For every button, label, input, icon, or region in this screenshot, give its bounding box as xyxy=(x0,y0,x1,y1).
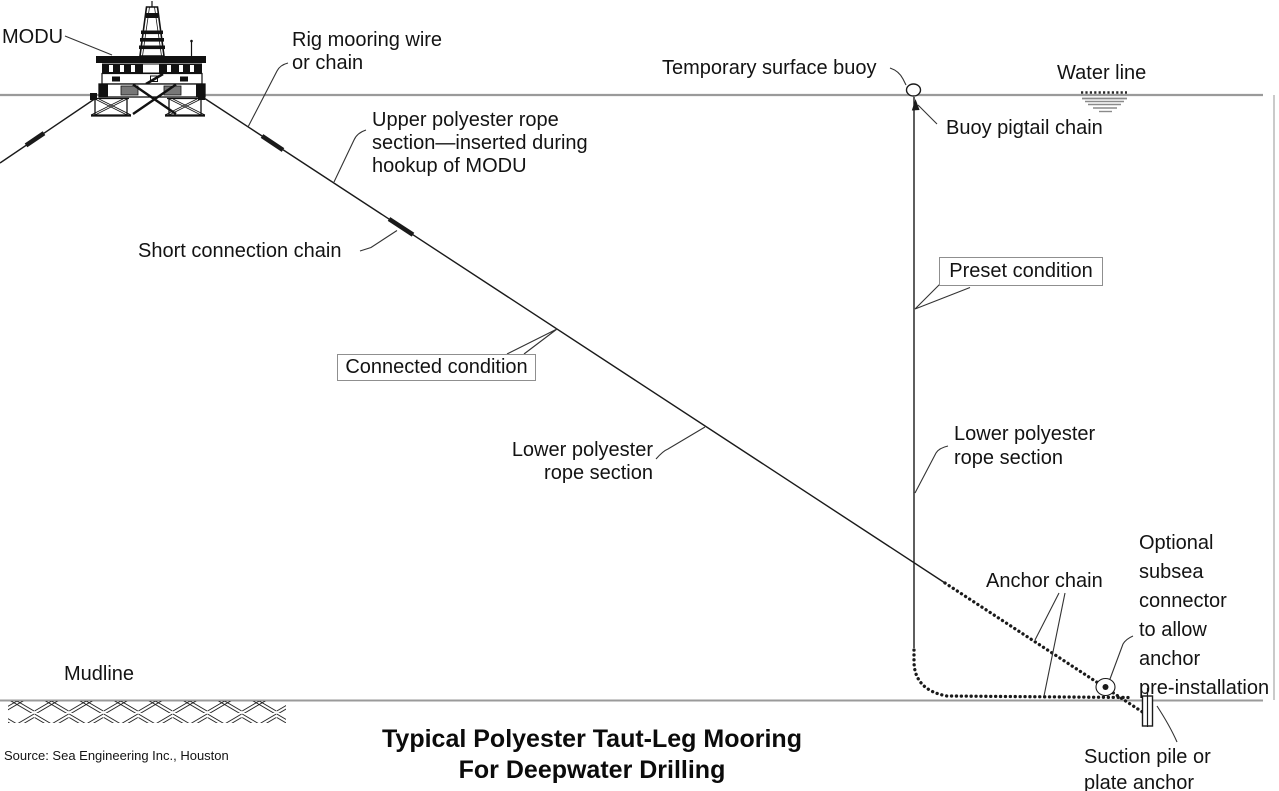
buoy-pigtail-label: Buoy pigtail chain xyxy=(946,117,1103,139)
source-credit: Source: Sea Engineering Inc., Houston xyxy=(4,748,229,763)
rig-chain-segment xyxy=(260,134,285,152)
short-connection-chain-segment xyxy=(387,217,415,237)
anchor-chain-diagonal xyxy=(943,581,1146,715)
connected-condition-box: Connected condition xyxy=(337,354,536,381)
modu-rig-icon xyxy=(90,1,206,117)
taut-leg-line xyxy=(203,97,946,584)
leader-lines xyxy=(64,35,1178,743)
pigtail-arrowhead-icon xyxy=(911,99,920,111)
seabed-hatching xyxy=(8,701,286,723)
preset-condition-box: Preset condition xyxy=(939,257,1103,286)
short-connection-chain-label: Short connection chain xyxy=(138,240,342,262)
temporary-buoy-label: Temporary surface buoy xyxy=(662,57,877,79)
port-chain-segment xyxy=(24,131,46,148)
subsea-connector-icon xyxy=(1095,677,1116,697)
lower-polyester-left-label: Lower polyester rope section xyxy=(511,439,653,484)
water-line-label: Water line xyxy=(1057,62,1147,84)
port-mooring-line xyxy=(0,97,97,164)
suction-pile-icon xyxy=(1141,688,1154,727)
mudline-label: Mudline xyxy=(64,663,135,685)
suction-pile-label: Suction pile or plate anchor xyxy=(1084,746,1211,791)
lower-polyester-right-label: Lower polyester rope section xyxy=(954,423,1096,469)
anchor-chain-label: Anchor chain xyxy=(986,570,1103,592)
water-surface-icon xyxy=(1081,91,1127,113)
optional-connector-label: Optional subsea connector to allow ancho… xyxy=(1139,532,1270,699)
surface-buoy-icon xyxy=(905,83,922,97)
mooring-lines xyxy=(0,97,1146,715)
anchor-chain-seabed xyxy=(912,648,1130,700)
upper-polyester-label: Upper polyester rope section—inserted du… xyxy=(372,109,588,177)
diagram-title: Typical Polyester Taut-Leg Mooring For D… xyxy=(382,725,802,784)
modu-label: MODU xyxy=(2,26,64,48)
rig-mooring-label: Rig mooring wire or chain xyxy=(292,29,443,74)
